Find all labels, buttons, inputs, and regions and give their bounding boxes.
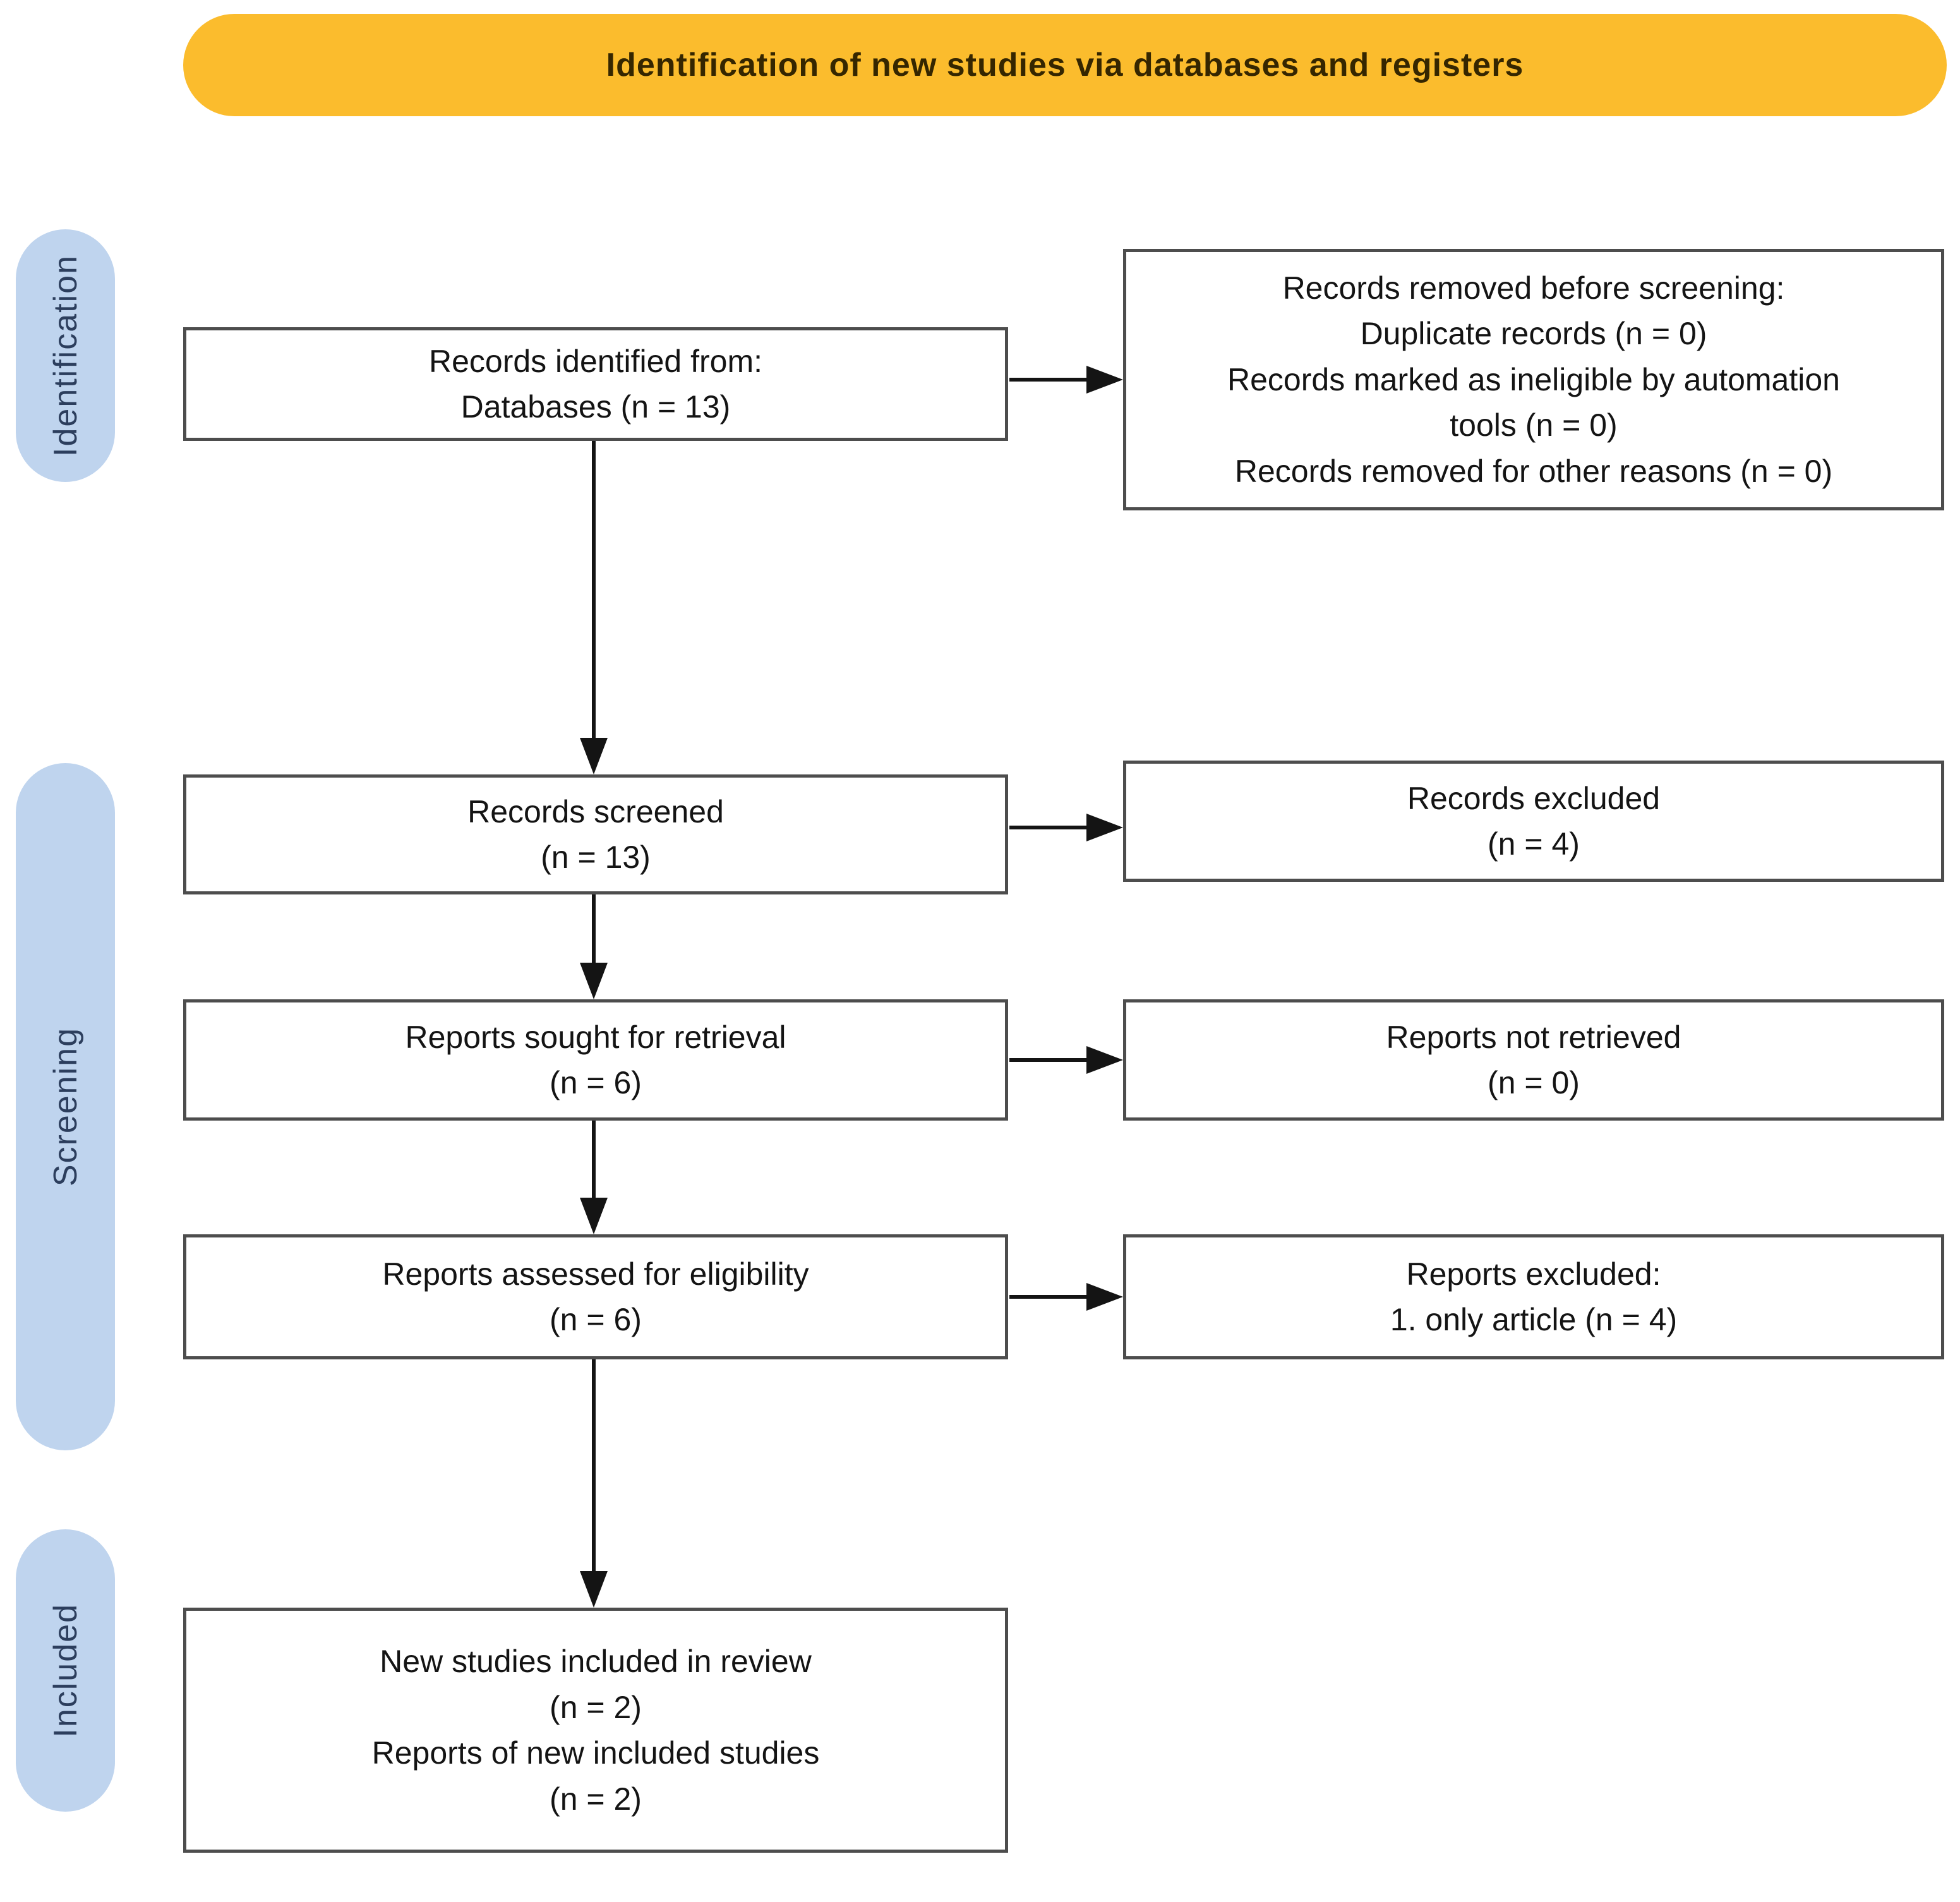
box-new-studies-included-text: New studies included in review (n = 2) R… <box>371 1644 820 1817</box>
arrow-identified-to-screened <box>580 441 608 774</box>
stage-pill-screening: Screening <box>16 763 115 1450</box>
box-reports-sought: Reports sought for retrieval (n = 6) <box>183 999 1008 1121</box>
banner-identification-via-databases: Identification of new studies via databa… <box>183 14 1947 116</box>
box-records-screened-text: Records screened (n = 13) <box>467 793 724 876</box>
arrow-identified-to-removed <box>1009 366 1123 394</box>
stage-label-included: Included <box>47 1603 84 1738</box>
box-records-removed-text: Records removed before screening: Duplic… <box>1227 270 1840 489</box>
arrow-sought-to-assessed <box>580 1121 608 1234</box>
box-reports-not-retrieved-text: Reports not retrieved (n = 0) <box>1386 1019 1681 1101</box>
box-records-identified-text: Records identified from: Databases (n = … <box>428 343 762 425</box>
box-reports-excluded: Reports excluded: 1. only article (n = 4… <box>1123 1234 1944 1359</box>
box-records-excluded-text: Records excluded (n = 4) <box>1407 780 1661 862</box>
arrow-screened-to-sought <box>580 894 608 999</box>
box-new-studies-included: New studies included in review (n = 2) R… <box>183 1608 1008 1853</box>
stage-pill-identification: Identification <box>16 229 115 482</box>
arrow-screened-to-excluded <box>1009 814 1123 841</box>
stage-label-screening: Screening <box>47 1026 84 1187</box>
stage-pill-included: Included <box>16 1529 115 1812</box>
box-records-removed: Records removed before screening: Duplic… <box>1123 249 1944 510</box>
box-reports-excluded-text: Reports excluded: 1. only article (n = 4… <box>1390 1256 1678 1338</box>
banner-label: Identification of new studies via databa… <box>606 47 1524 83</box>
box-reports-sought-text: Reports sought for retrieval (n = 6) <box>405 1019 786 1101</box>
box-records-excluded: Records excluded (n = 4) <box>1123 761 1944 882</box>
arrow-assessed-to-reports-excluded <box>1009 1283 1123 1311</box>
box-records-identified: Records identified from: Databases (n = … <box>183 327 1008 441</box>
arrow-sought-to-not-retrieved <box>1009 1046 1123 1074</box>
arrow-assessed-to-included <box>580 1359 608 1608</box>
stage-label-identification: Identification <box>47 255 84 457</box>
box-reports-assessed: Reports assessed for eligibility (n = 6) <box>183 1234 1008 1359</box>
box-reports-not-retrieved: Reports not retrieved (n = 0) <box>1123 999 1944 1121</box>
box-reports-assessed-text: Reports assessed for eligibility (n = 6) <box>382 1256 809 1338</box>
box-records-screened: Records screened (n = 13) <box>183 774 1008 894</box>
